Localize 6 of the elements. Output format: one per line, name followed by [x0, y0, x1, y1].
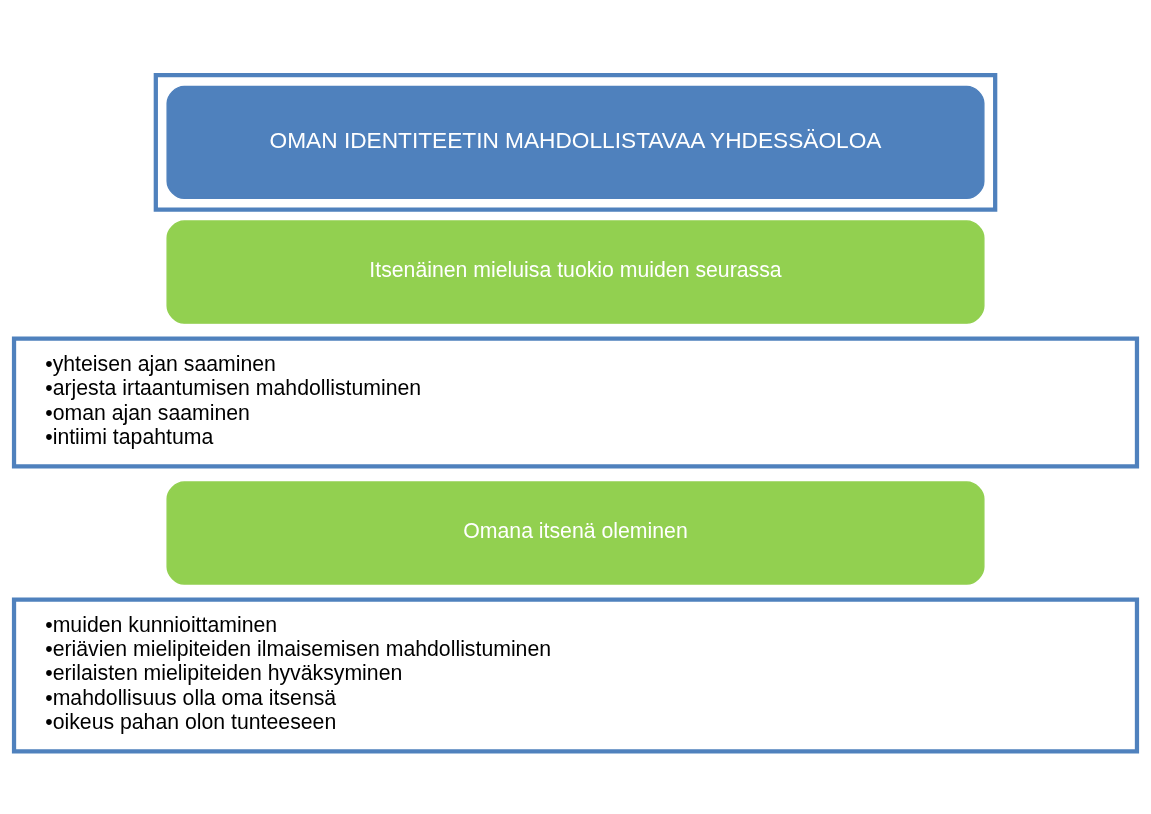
- node-box: OMAN IDENTITEETIN MAHDOLLISTAVAA YHDESSÄOLOA: [166, 85, 985, 199]
- node-box: Omana itsenä oleminen: [166, 480, 985, 585]
- node-box: Itsenäinen mieluisa tuokio muiden seurassa: [166, 219, 985, 324]
- cluster: [153, 72, 998, 212]
- node-box: •muiden kunnioittaminen •eriävien mielipiteiden ilmaisemisen mahdollistuminen •erilaisten mielipiteiden hyväksyminen •mahdollisuus olla oma itsensä •oikeus pahan olon tunteeseen: [11, 597, 1140, 753]
- node-box: •yhteisen ajan saaminen •arjesta irtaantumisen mahdollistuminen •oman ajan saaminen •intiimi tapahtuma: [11, 336, 1140, 468]
